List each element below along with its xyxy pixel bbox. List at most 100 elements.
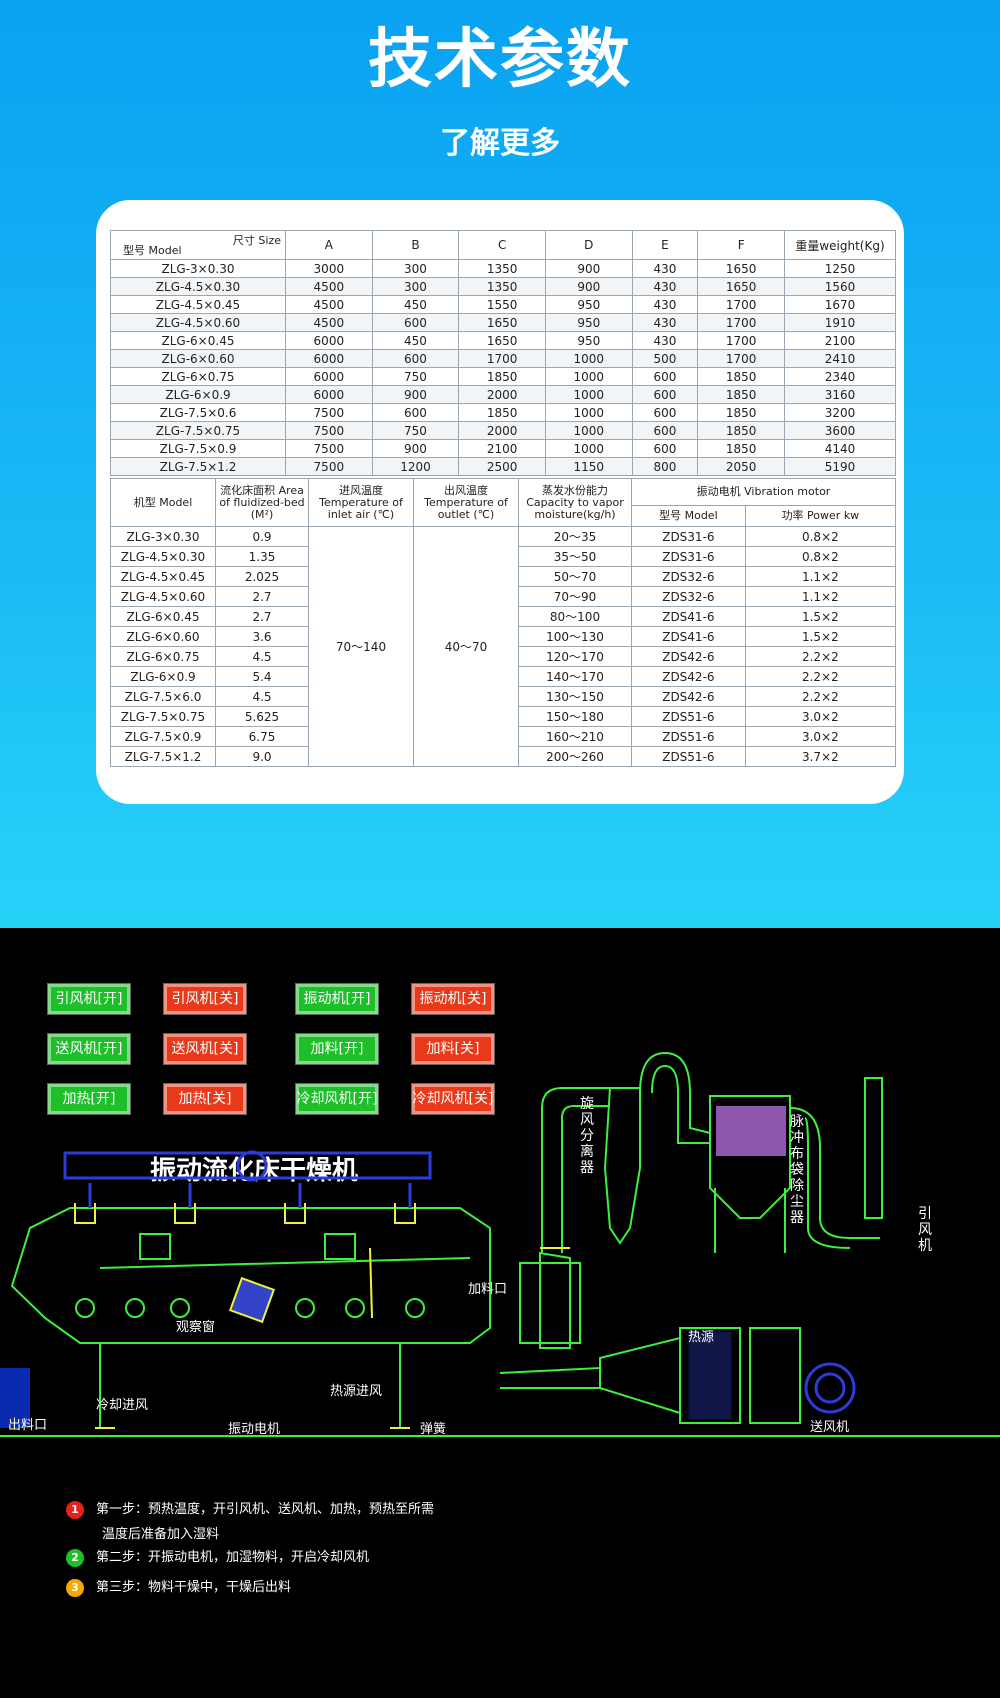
table-cell: ZLG-4.5×0.45 — [110, 295, 286, 314]
table-cell: 1.5×2 — [744, 606, 897, 627]
table-cell: ZDS41-6 — [631, 606, 746, 627]
table-cell: 900 — [371, 385, 460, 404]
table-cell: 5.4 — [215, 666, 309, 687]
table-cell: 2.025 — [215, 566, 309, 587]
control-button-on[interactable]: 送风机[开] — [48, 1034, 130, 1064]
bag-filter-label: 脉冲布袋除尘器 — [790, 1114, 804, 1226]
table-cell: 9.0 — [215, 746, 309, 767]
table-cell: 3160 — [784, 385, 896, 404]
table-cell: 150～180 — [518, 706, 632, 727]
table-cell: 120～170 — [518, 646, 632, 667]
control-button-on[interactable]: 加料[开] — [296, 1034, 378, 1064]
table-cell: 600 — [371, 349, 460, 368]
table-cell: 600 — [631, 421, 699, 440]
table-cell: 430 — [631, 331, 699, 350]
control-button-off[interactable]: 加热[关] — [164, 1084, 246, 1114]
col-header: B — [371, 230, 460, 260]
table-cell: 1650 — [458, 331, 546, 350]
step-number-icon: 3 — [66, 1578, 84, 1597]
table-cell: ZDS51-6 — [631, 726, 746, 747]
table-cell: 950 — [544, 331, 633, 350]
table-cell: 3.6 — [215, 626, 309, 647]
spec-card: 尺寸 Size 型号 Model A B C D E F 重量weight(Kg… — [96, 200, 904, 804]
table-cell: ZLG-3×0.30 — [110, 526, 216, 547]
table-cell: 600 — [631, 403, 699, 422]
control-button-off[interactable]: 振动机[关] — [412, 984, 494, 1014]
dryer-diagram — [0, 1051, 1000, 1437]
table-cell: ZDS51-6 — [631, 706, 746, 727]
table-cell: 3600 — [784, 421, 896, 440]
control-button-on[interactable]: 引风机[开] — [48, 984, 130, 1014]
process-diagram-section: 引风机[开] 引风机[关] 振动机[开] 振动机[关] 送风机[开] 送风机[关] 加料[开… — [0, 928, 1000, 1698]
page-title: 技术参数 — [368, 23, 632, 97]
table-cell: 6.75 — [215, 726, 309, 747]
table-cell: 40～70 — [413, 526, 519, 767]
control-button-on[interactable]: 振动机[开] — [296, 984, 378, 1014]
step-number-icon: 1 — [66, 1500, 84, 1519]
table-cell: ZLG-7.5×0.75 — [110, 706, 216, 727]
table-cell: ZDS32-6 — [631, 566, 746, 587]
table-cell: 1700 — [697, 295, 785, 314]
tech-params-section: 技术参数 了解更多 尺寸 Size 型号 Model A B C D E F 重… — [0, 0, 1000, 928]
table-cell: 1560 — [784, 277, 896, 296]
learn-more-link[interactable]: 了解更多 — [440, 126, 560, 161]
table-cell: ZLG-6×0.9 — [110, 666, 216, 687]
table-cell: 3.0×2 — [744, 726, 897, 747]
table-cell: ZLG-7.5×6.0 — [110, 686, 216, 707]
col-header: A — [285, 230, 373, 260]
control-button-off[interactable]: 冷却风机[关] — [412, 1084, 494, 1114]
table-cell: 1850 — [458, 367, 546, 386]
table-cell: 800 — [631, 457, 699, 476]
table-cell: 2000 — [458, 385, 546, 404]
table-cell: 6000 — [285, 367, 373, 386]
table-cell: ZLG-3×0.30 — [110, 259, 286, 278]
table-cell: 6000 — [285, 331, 373, 350]
control-button-on[interactable]: 冷却风机[开] — [296, 1084, 378, 1114]
col-header: D — [544, 230, 633, 260]
control-button-off[interactable]: 加料[关] — [412, 1034, 494, 1064]
table-cell: 2000 — [458, 421, 546, 440]
table-cell: ZLG-6×0.45 — [110, 606, 216, 627]
table-cell: 2.7 — [215, 586, 309, 607]
step-number-icon: 2 — [66, 1548, 84, 1567]
table-cell: 7500 — [285, 439, 373, 458]
table-cell: 6000 — [285, 385, 373, 404]
table-cell: 950 — [544, 313, 633, 332]
table-cell: 300 — [371, 277, 460, 296]
table-cell: 1910 — [784, 313, 896, 332]
control-button-off[interactable]: 引风机[关] — [164, 984, 246, 1014]
table-cell: 2500 — [458, 457, 546, 476]
col-header: C — [458, 230, 546, 260]
table-cell: ZDS31-6 — [631, 546, 746, 567]
control-button-on[interactable]: 加热[开] — [48, 1084, 130, 1114]
table-cell: 430 — [631, 313, 699, 332]
table-cell: ZDS31-6 — [631, 526, 746, 547]
h-capacity: 蒸发水份能力 Capacity to vapor moisture(kg/h) — [518, 478, 632, 527]
table-cell: 1000 — [544, 439, 633, 458]
size-table: 尺寸 Size 型号 Model A B C D E F 重量weight(Kg… — [110, 230, 896, 476]
table-cell: 900 — [544, 259, 633, 278]
table-cell: 450 — [371, 295, 460, 314]
table-cell: 600 — [371, 313, 460, 332]
h-motor: 振动电机 Vibration motor — [631, 478, 896, 506]
table-cell: ZDS41-6 — [631, 626, 746, 647]
table-cell: 300 — [371, 259, 460, 278]
table-cell: 1.35 — [215, 546, 309, 567]
table-cell: 1.1×2 — [744, 586, 897, 607]
table-cell: 450 — [371, 331, 460, 350]
control-button-off[interactable]: 送风机[关] — [164, 1034, 246, 1064]
table-cell: 3.0×2 — [744, 706, 897, 727]
table-cell: 1850 — [697, 367, 785, 386]
table-cell: ZLG-7.5×0.9 — [110, 726, 216, 747]
